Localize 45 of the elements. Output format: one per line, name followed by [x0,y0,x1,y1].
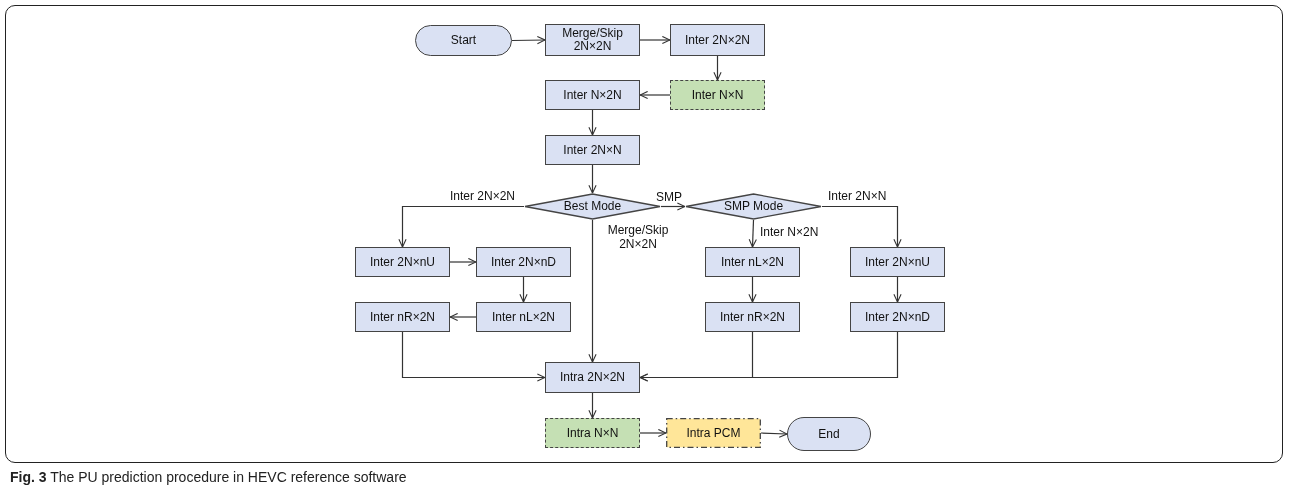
process-box: Inter 2N×nD [476,247,571,277]
process-box: Inter 2N×2N [670,24,765,56]
process-box: Inter N×2N [545,80,640,110]
process-box: Inter 2N×nD [850,302,945,332]
arrow [588,219,597,363]
edge-label: Inter 2N×N [828,189,887,203]
edge-label: Inter 2N×2N [450,189,516,203]
arrow [639,35,671,45]
process-box: Inter 2N×N [545,135,640,165]
arrow [511,36,546,45]
process-box: Inter nL×2N [476,302,571,332]
arrow [588,164,597,194]
arrow [519,276,528,303]
process-box: Inter nR×2N [355,302,450,332]
terminal-node: Start [415,25,512,56]
arrow [660,202,686,211]
process-box: Intra 2N×2N [545,362,640,393]
process-box: Intra N×N [545,418,640,448]
edge-label: Inter N×2N [760,225,819,239]
arrow [713,55,722,81]
arrow [401,331,546,382]
terminal-node: End [787,417,871,451]
arrow [760,429,788,438]
arrow [639,331,899,382]
arrow [748,219,757,248]
figure-caption: Fig. 3 The PU prediction procedure in HEVC reference software [10,469,407,485]
arrow [748,276,757,303]
arrow [893,276,902,303]
process-box: Merge/Skip 2N×2N [545,24,640,56]
process-box: Inter nL×2N [705,247,800,277]
process-box: Inter N×N [670,80,765,110]
edge-label: Merge/Skip 2N×2N [606,223,670,251]
arrow [821,205,902,248]
process-box: Inter 2N×nU [850,247,945,277]
arrow [398,205,525,248]
process-box: Inter 2N×nU [355,247,450,277]
process-box: Inter nR×2N [705,302,800,332]
arrow [588,109,597,136]
arrow [449,312,477,322]
arrow [639,428,667,438]
arrow [639,90,671,100]
decision-diamond: SMP Mode [685,193,822,220]
arrow [449,257,477,267]
process-box: Intra PCM [666,418,761,448]
arrow [588,392,597,419]
